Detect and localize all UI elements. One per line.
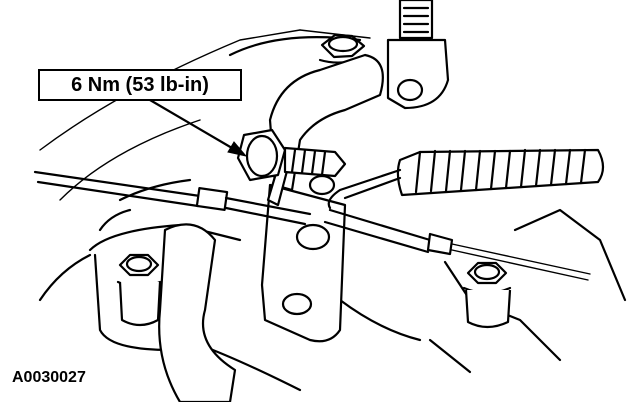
engine-housing bbox=[38, 29, 627, 392]
threaded-stud bbox=[386, 0, 450, 110]
mounting-bracket bbox=[260, 53, 384, 343]
cable-bracket-bolt bbox=[236, 128, 347, 207]
hose bbox=[158, 223, 237, 404]
lower-left-bolt bbox=[116, 253, 162, 327]
callout-leader bbox=[148, 98, 248, 157]
torque-specification-label: 6 Nm (53 lb-in) bbox=[71, 73, 209, 96]
torque-callout-box: 6 Nm (53 lb-in) bbox=[38, 69, 242, 101]
figure-reference-id: A0030027 bbox=[12, 369, 86, 386]
return-spring bbox=[308, 148, 605, 210]
lower-right-bolt bbox=[462, 261, 512, 329]
throttle-cable bbox=[33, 170, 591, 281]
